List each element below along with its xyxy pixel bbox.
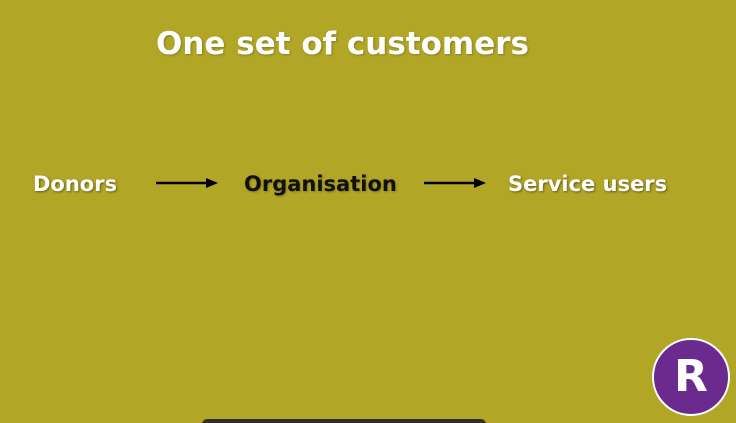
video-player-bar[interactable] [202, 419, 486, 423]
flow-node-donors: Donors [33, 172, 118, 196]
slide-title: One set of customers [156, 26, 529, 62]
brand-logo: R [652, 338, 730, 416]
flow-node-organisation: Organisation [244, 172, 397, 196]
logo-letter: R [674, 351, 708, 402]
right-arrow-icon [424, 178, 486, 188]
right-arrow-icon [156, 178, 218, 188]
flow-node-service-users: Service users [508, 172, 668, 196]
